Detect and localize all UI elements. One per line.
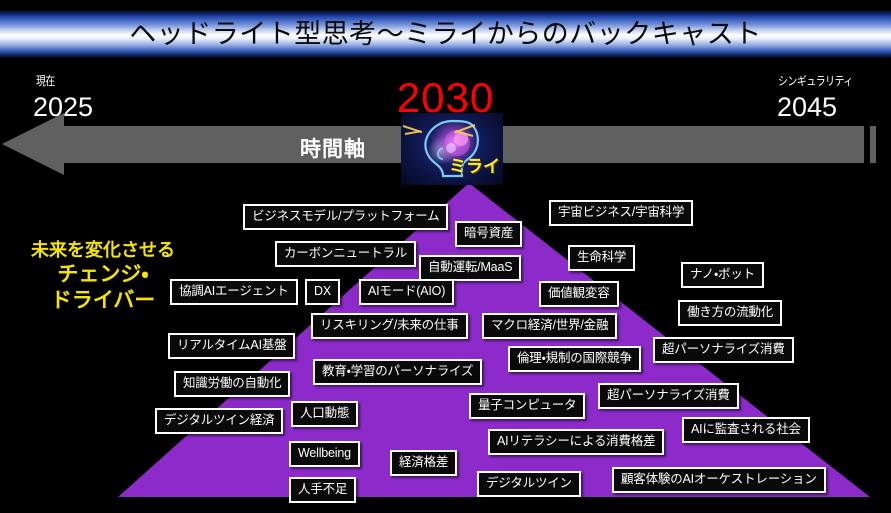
keyword-chip[interactable]: カーボンニュートラル — [275, 241, 417, 267]
keyword-chip[interactable]: 生命科学 — [568, 245, 636, 271]
keyword-chip[interactable]: 人手不足 — [289, 477, 357, 503]
keyword-chip[interactable]: ナノ・ボット — [681, 262, 764, 288]
keyword-chip[interactable]: AIリテラシーによる消費格差 — [488, 429, 665, 455]
keyword-chip[interactable]: Wellbeing — [289, 441, 360, 467]
page-title: ヘッドライト型思考～ミライからのバックキャスト — [129, 19, 762, 49]
change-driver-line3: ドライバー — [50, 288, 156, 312]
singularity-year: 2045 — [777, 92, 838, 122]
keyword-chip[interactable]: リアルタイムAI基盤 — [168, 333, 296, 359]
timeline-arrow-notch — [866, 126, 870, 163]
time-axis-label: 時間軸 — [300, 138, 366, 161]
keyword-chip[interactable]: 知識労働の自動化 — [174, 371, 291, 397]
timeline-arrow-tail — [870, 126, 876, 163]
keyword-chip[interactable]: 顧客体験のAIオーケストレーション — [612, 467, 826, 493]
keyword-chip[interactable]: 倫理・規制の国際競争 — [508, 346, 641, 372]
keyword-chip[interactable]: 宇宙ビジネス/宇宙科学 — [549, 200, 694, 226]
keyword-chip[interactable]: 自動運転/MaaS — [419, 255, 522, 281]
keyword-chip[interactable]: 価値観変容 — [539, 281, 619, 307]
title-banner — [0, 10, 891, 58]
keyword-chip[interactable]: リスキリング/未来の仕事 — [311, 313, 468, 339]
keyword-chip[interactable]: AIモード(AIO) — [359, 279, 455, 305]
keyword-chip[interactable]: 経済格差 — [390, 450, 458, 476]
keyword-chip[interactable]: 教育・学習のパーソナライズ — [313, 359, 483, 385]
singularity-caption: シンギュラリティ — [778, 74, 853, 88]
keyword-chip[interactable]: 超パーソナライズ消費 — [653, 337, 794, 363]
keyword-chip[interactable]: 量子コンピュータ — [469, 393, 586, 419]
future-caption: ミライ — [449, 157, 500, 176]
keyword-chip[interactable]: マクロ経済/世界/金融 — [482, 313, 618, 339]
brain-image — [401, 113, 503, 185]
keyword-chip[interactable]: 働き方の流動化 — [678, 300, 783, 326]
timeline-arrow-head-icon — [2, 113, 64, 175]
keyword-chip[interactable]: DX — [305, 279, 340, 305]
keyword-chip[interactable]: デジタルツイン — [477, 471, 581, 497]
keyword-chip[interactable]: 暗号資産 — [455, 221, 523, 247]
keyword-chip[interactable]: 超パーソナライズ消費 — [598, 383, 739, 409]
keyword-chip[interactable]: デジタルツイン経済 — [155, 408, 284, 434]
keyword-chip[interactable]: 協調AIエージェント — [170, 279, 298, 305]
change-driver-line1: 未来を変化させる — [31, 240, 175, 260]
change-driver-line2: チェンジ・ — [57, 262, 149, 286]
change-driver-heading: 未来を変化させる チェンジ・ ドライバー — [8, 240, 198, 313]
keyword-chip[interactable]: AIに監査される社会 — [682, 417, 810, 443]
keyword-chip[interactable]: 人口動態 — [291, 401, 359, 427]
present-caption: 現在 — [36, 74, 55, 88]
keyword-chip[interactable]: ビジネスモデル/プラットフォーム — [243, 204, 449, 230]
